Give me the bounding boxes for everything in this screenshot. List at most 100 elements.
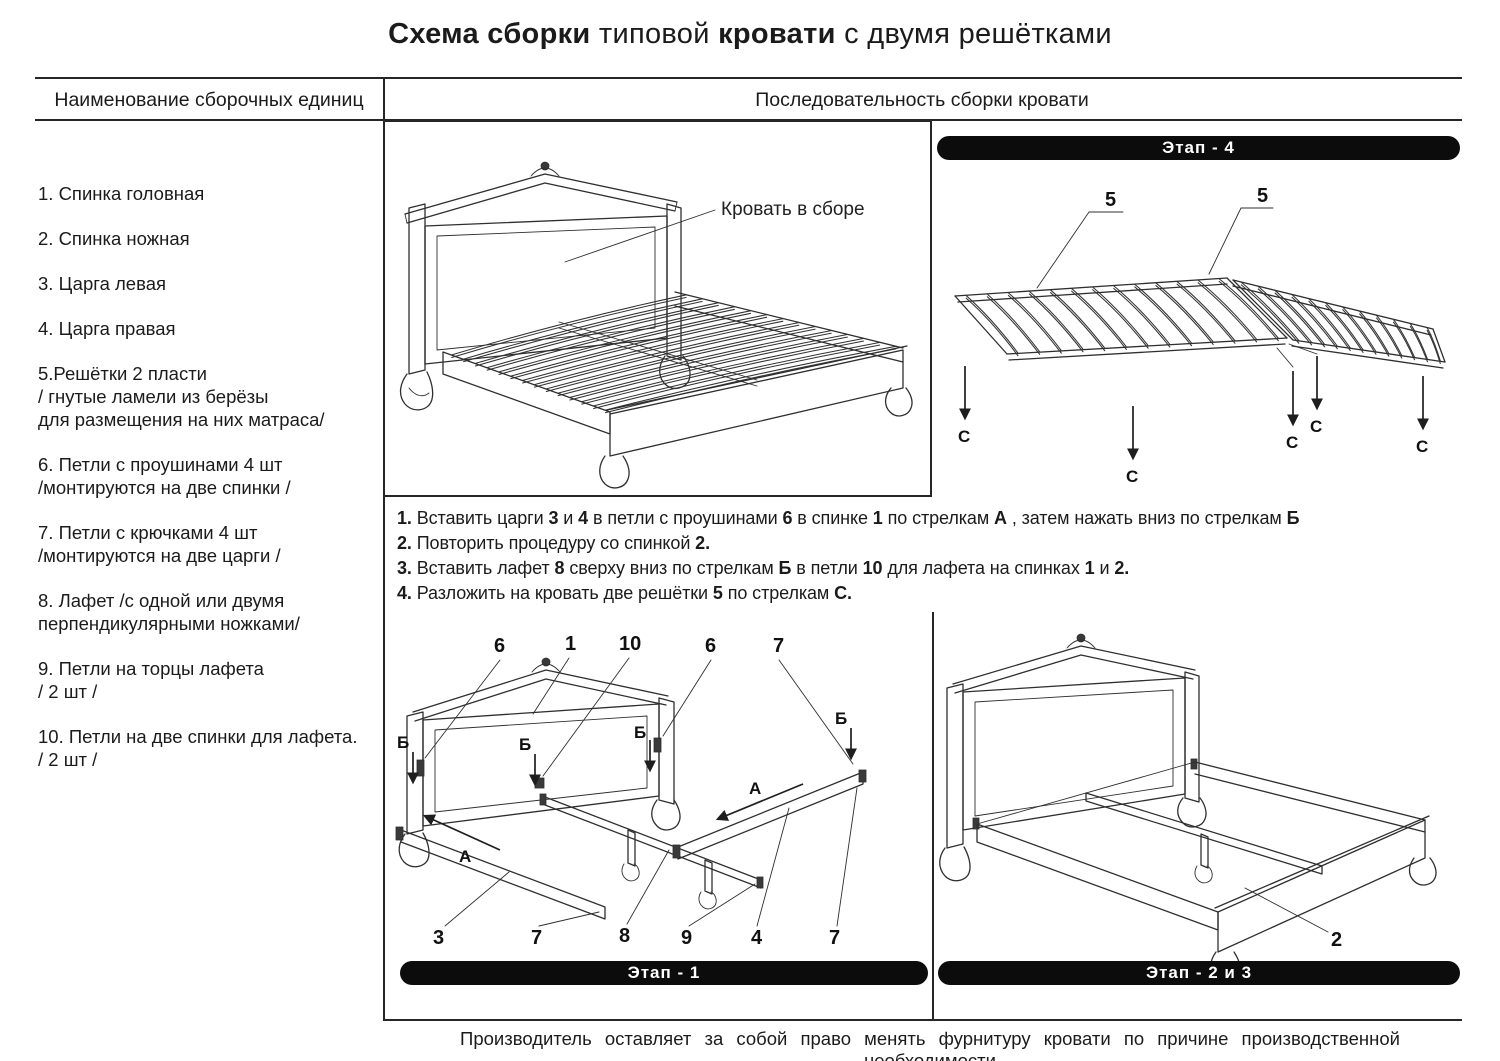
stage23-title-pill: Этап - 2 и 3 [938, 961, 1460, 985]
rule-above-footer [383, 1019, 1462, 1021]
stage4-title-pill: Этап - 4 [937, 136, 1460, 160]
part-list-item: 6. Петли с проушинами 4 шт /монтируются … [38, 454, 291, 498]
column-divider [383, 495, 385, 1021]
arrow-c-label: С [1286, 433, 1298, 452]
rule-under-title [35, 77, 1462, 79]
rail-right-drawing [672, 769, 867, 860]
top-callout-leaders [424, 657, 854, 777]
parts-column-header: Наименование сборочных единиц [54, 89, 364, 111]
hinge-eyelet [1190, 758, 1198, 770]
stage1-drawing: 6 1 10 6 7 3 7 8 9 4 7 Б Б Б Б А А [395, 633, 867, 949]
callout-part2: 2 [1331, 929, 1342, 951]
lafet-hinge [534, 777, 545, 789]
callout-leader [1208, 207, 1274, 275]
footboard [609, 349, 904, 457]
hook-hinge [672, 844, 681, 859]
part-list-item: 8. Лафет /с одной или двумя перпендикуля… [38, 590, 300, 634]
parts-list: 1. Спинка головная 2. Спинка ножная 3. Цар… [38, 182, 384, 793]
lattice-left-slats [965, 278, 1280, 357]
callout-part6: 6 [494, 635, 505, 657]
part-list-item: 3. Царга левая [38, 273, 167, 294]
finial-ornament [541, 657, 551, 667]
part-list-item: 1. Спинка головная [38, 183, 205, 204]
arrow-a-label: А [459, 847, 471, 866]
callout-part7: 7 [773, 635, 784, 657]
arrow-a-insert [422, 814, 501, 851]
stage1-title: Этап - 1 [627, 963, 701, 982]
header-divider [383, 77, 385, 121]
finial-ornament [1076, 633, 1086, 643]
arrow-b-label: Б [397, 733, 409, 752]
instruction-line: 3. Вставить лафет 8 сверху вниз по стрел… [397, 558, 1130, 578]
lafet-end-hinge [756, 876, 764, 889]
stage1-title-pill: Этап - 1 [400, 961, 928, 985]
arrow-a-insert [715, 783, 804, 821]
title-normal-1: типовой [590, 18, 719, 50]
headboard-drawing [398, 657, 681, 868]
callout-part5: 5 [1105, 189, 1116, 211]
callout-part8: 8 [619, 925, 630, 947]
callout-part6: 6 [705, 635, 716, 657]
callout-part9: 9 [681, 927, 692, 949]
part-list-item: 2. Спинка ножная [38, 228, 190, 249]
arrow-c-label: С [1416, 437, 1428, 456]
bed-frame-drawing [442, 291, 913, 489]
hinge-eyelet [653, 737, 662, 753]
finial-ornament [540, 161, 550, 171]
lafet-drawing [539, 793, 764, 910]
part-list-item: 9. Петли на торцы лафета / 2 шт / [38, 658, 264, 702]
stage23-title: Этап - 2 и 3 [1145, 963, 1253, 982]
arrow-c-label: С [1126, 467, 1138, 486]
arrow-b-label: Б [634, 723, 646, 742]
arrow-b-label: Б [835, 709, 847, 728]
stage23-drawing: 2 [939, 633, 1437, 984]
page-title: Схема сборки типовой кровати с двумя реш… [0, 18, 1500, 51]
label-leader-line [564, 209, 716, 263]
rail-left-drawing [395, 826, 606, 920]
stage4-title: Этап - 4 [1162, 138, 1235, 157]
stage-panels-divider [932, 612, 934, 1019]
lafet-rail [558, 321, 758, 387]
part-list-item: 4. Царга правая [38, 318, 176, 339]
rail-far [1194, 761, 1426, 833]
bottom-callout-leaders [444, 787, 858, 927]
headboard-drawing [399, 161, 691, 411]
assembled-bed-panel: Кровать в сборе [383, 120, 932, 497]
arrow-c-label: С [1310, 417, 1322, 436]
title-bold-2: кровати [718, 18, 836, 50]
headboard-drawing [939, 633, 1207, 882]
instruction-line: 2. Повторить процедуру со спинкой 2. [397, 533, 710, 553]
arrow-b-label: Б [519, 735, 531, 754]
stage4-drawing: 5 5 С С С С С [954, 185, 1446, 486]
footboard-drawing [1210, 815, 1437, 984]
sequence-column-header: Последовательность сборки кровати [755, 89, 1089, 111]
arrow-a-label: А [749, 779, 761, 798]
hook-hinge [395, 826, 404, 841]
assembled-bed-label: Кровать в сборе [721, 199, 865, 220]
callout-part7: 7 [829, 927, 840, 949]
callout-part3: 3 [433, 927, 444, 949]
title-normal-2: с двумя решётками [835, 18, 1112, 50]
part-list-item: 10. Петли на две спинки для лафета. / 2 … [38, 726, 358, 770]
hinge-eyelet [416, 759, 425, 777]
part-list-item: 7. Петли с крючками 4 шт /монтируются на… [38, 522, 281, 566]
instruction-line: 4. Разложить на кровать две решётки 5 по… [397, 583, 852, 603]
callout-leader [1244, 887, 1329, 933]
callout-part5: 5 [1257, 185, 1268, 207]
rail-near [976, 823, 1219, 931]
lafet-end-hinge [539, 793, 547, 806]
instruction-line: 1. Вставить царги 3 и 4 в петли с проуши… [397, 508, 1300, 528]
footer-note: Производитель оставляет за собой право м… [460, 1028, 1400, 1061]
hook-hinge [858, 769, 867, 783]
callout-part1: 1 [565, 633, 576, 655]
callout-part7: 7 [531, 927, 542, 949]
assembled-bed-drawing: Кровать в сборе [399, 161, 913, 489]
lafet-rail [1085, 792, 1323, 875]
arrow-c-label: С [958, 427, 970, 446]
callout-part4: 4 [751, 927, 763, 949]
callout-leader [1036, 211, 1124, 289]
assembly-instructions: 1. Вставить царги 3 и 4 в петли с проуши… [397, 506, 1463, 606]
arrow-leader [1276, 343, 1318, 368]
title-bold-1: Схема сборки [388, 18, 591, 50]
